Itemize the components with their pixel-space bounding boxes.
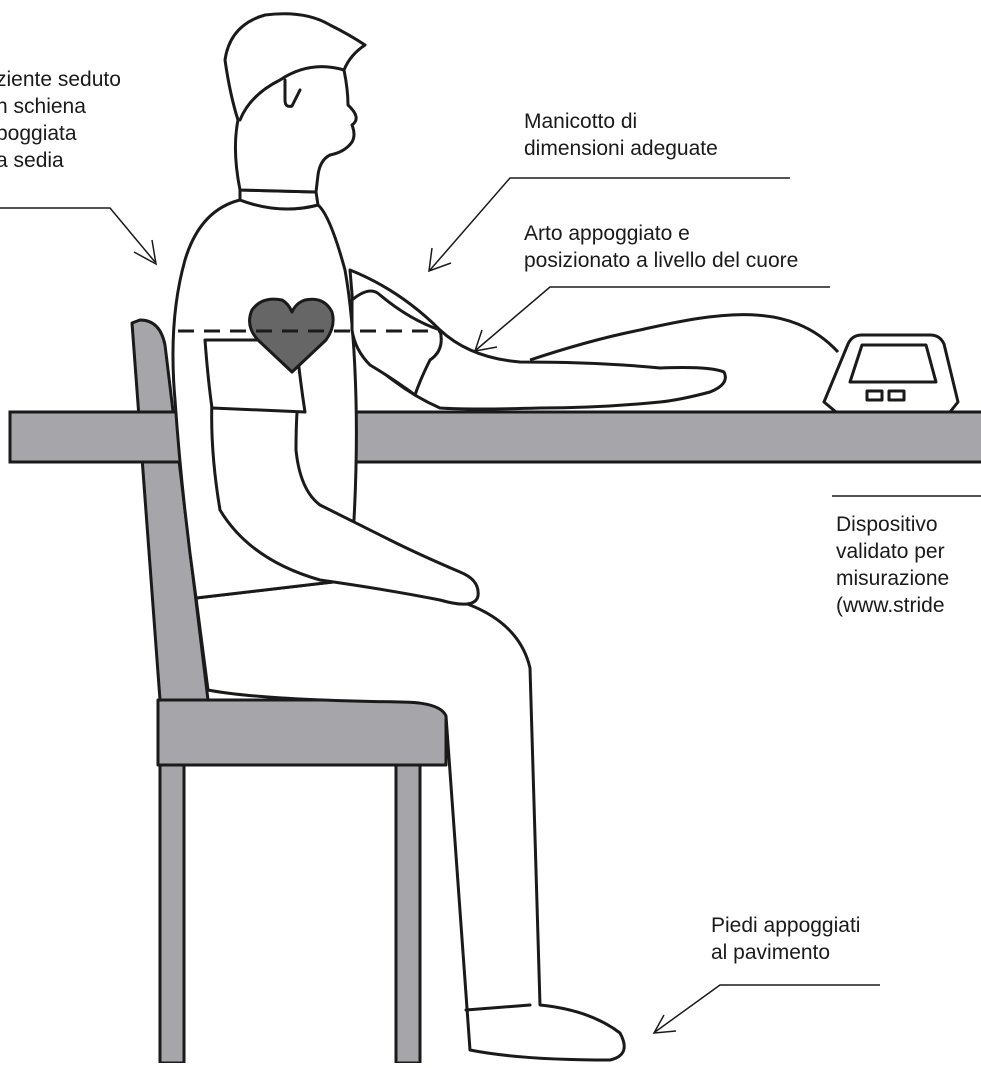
monitor-button-left xyxy=(867,391,882,400)
callout-arm-label: Arto appoggiato e posizionato a livello … xyxy=(524,220,798,274)
callout-arm-line-2: posizionato a livello del cuore xyxy=(524,247,798,274)
chair-seat xyxy=(158,700,446,765)
callout-device-line-4: (www.stride xyxy=(836,592,949,619)
callout-feet-leader xyxy=(655,985,880,1032)
monitor-button-right xyxy=(889,391,904,400)
chair-back-leg xyxy=(160,765,184,1063)
callout-arm-line-1: Arto appoggiato e xyxy=(524,220,798,247)
callout-seated-line-4: a sedia xyxy=(0,147,121,174)
callout-device-line-3: misurazione xyxy=(836,565,949,592)
table-top xyxy=(10,412,981,462)
callout-seated-label: ziente seduto n schiena poggiata a sedia xyxy=(0,66,121,174)
table xyxy=(10,412,981,462)
callout-feet-line-2: al pavimento xyxy=(711,939,860,966)
callout-cuff-line-1: Manicotto di xyxy=(524,108,718,135)
callout-seated-line-1: ziente seduto xyxy=(0,66,121,93)
monitor-cable xyxy=(530,315,838,360)
person xyxy=(173,14,725,1060)
callout-device-line-1: Dispositivo xyxy=(836,511,949,538)
callout-cuff-label: Manicotto di dimensioni adeguate xyxy=(524,108,718,162)
callout-seated-line-3: poggiata xyxy=(0,120,121,147)
callout-cuff-line-2: dimensioni adeguate xyxy=(524,135,718,162)
callout-device-label: Dispositivo validato per misurazione (ww… xyxy=(836,511,949,619)
monitor-screen xyxy=(850,345,936,382)
callout-feet-label: Piedi appoggiati al pavimento xyxy=(711,912,860,966)
callout-feet-line-1: Piedi appoggiati xyxy=(711,912,860,939)
callout-device-line-2: validato per xyxy=(836,538,949,565)
callout-seated-line-2: n schiena xyxy=(0,93,121,120)
callout-seated-leader xyxy=(0,208,155,262)
chair-front-leg xyxy=(396,765,420,1063)
